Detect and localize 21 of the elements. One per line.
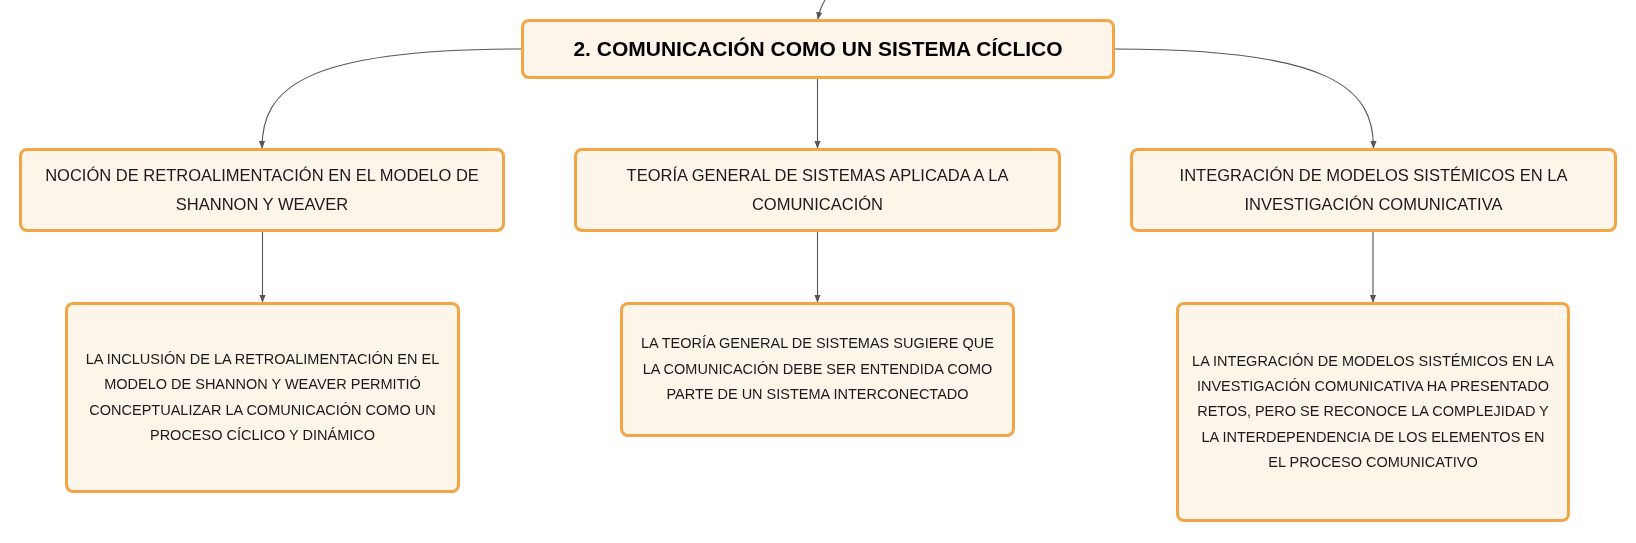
node-text: INTEGRACIÓN DE MODELOS SISTÉMICOS EN LA INVESTIGACIÓN COMUNICATIVA [1178, 165, 1569, 215]
title-box [521, 19, 1115, 79]
topic-box [574, 148, 1061, 232]
connector-arrow [814, 78, 821, 149]
detail-box [620, 302, 1015, 437]
connector-arrow [1114, 48, 1377, 149]
node-text: 2. COMUNICACIÓN COMO UN SISTEMA CÍCLICO [573, 35, 1063, 62]
node-text: LA INCLUSIÓN DE LA RETROALIMENTACIÓN EN EL MODELO DE SHANNON Y WEAVER PERMITIÓ CONCEPTUALIZAR LA COMUNICACIÓN COMO UN PROCESO CÍCLICO Y DINÁMICO [84, 349, 441, 445]
connector-arrow [1369, 231, 1377, 303]
connector-arrow [259, 48, 522, 149]
node-text: LA INTEGRACIÓN DE MODELOS SISTÉMICOS EN LA INVESTIGACIÓN COMUNICATIVA HA PRESENTADO RETOS, PERO SE RECONOCE LA COMPLEJIDAD Y LA INTERDEPENDENCIA DE LOS ELEMENTOS EN EL PROCESO COMUNICATIVO [1191, 351, 1555, 473]
topic-box [19, 148, 505, 232]
connector-arrow [816, 0, 826, 20]
connector-arrow [259, 231, 266, 303]
node-text: TEORÍA GENERAL DE SISTEMAS APLICADA A LA COMUNICACIÓN [625, 165, 1010, 215]
detail-box [65, 302, 460, 493]
topic-box [1130, 148, 1617, 232]
node-text: LA TEORÍA GENERAL DE SISTEMAS SUGIERE QUE LA COMUNICACIÓN DEBE SER ENTENDIDA COMO PARTE DE UN SISTEMA INTERCONECTADO [640, 334, 995, 405]
connector-arrow [814, 231, 821, 303]
detail-box [1176, 302, 1570, 522]
node-text: NOCIÓN DE RETROALIMENTACIÓN EN EL MODELO DE SHANNON Y WEAVER [44, 165, 480, 215]
